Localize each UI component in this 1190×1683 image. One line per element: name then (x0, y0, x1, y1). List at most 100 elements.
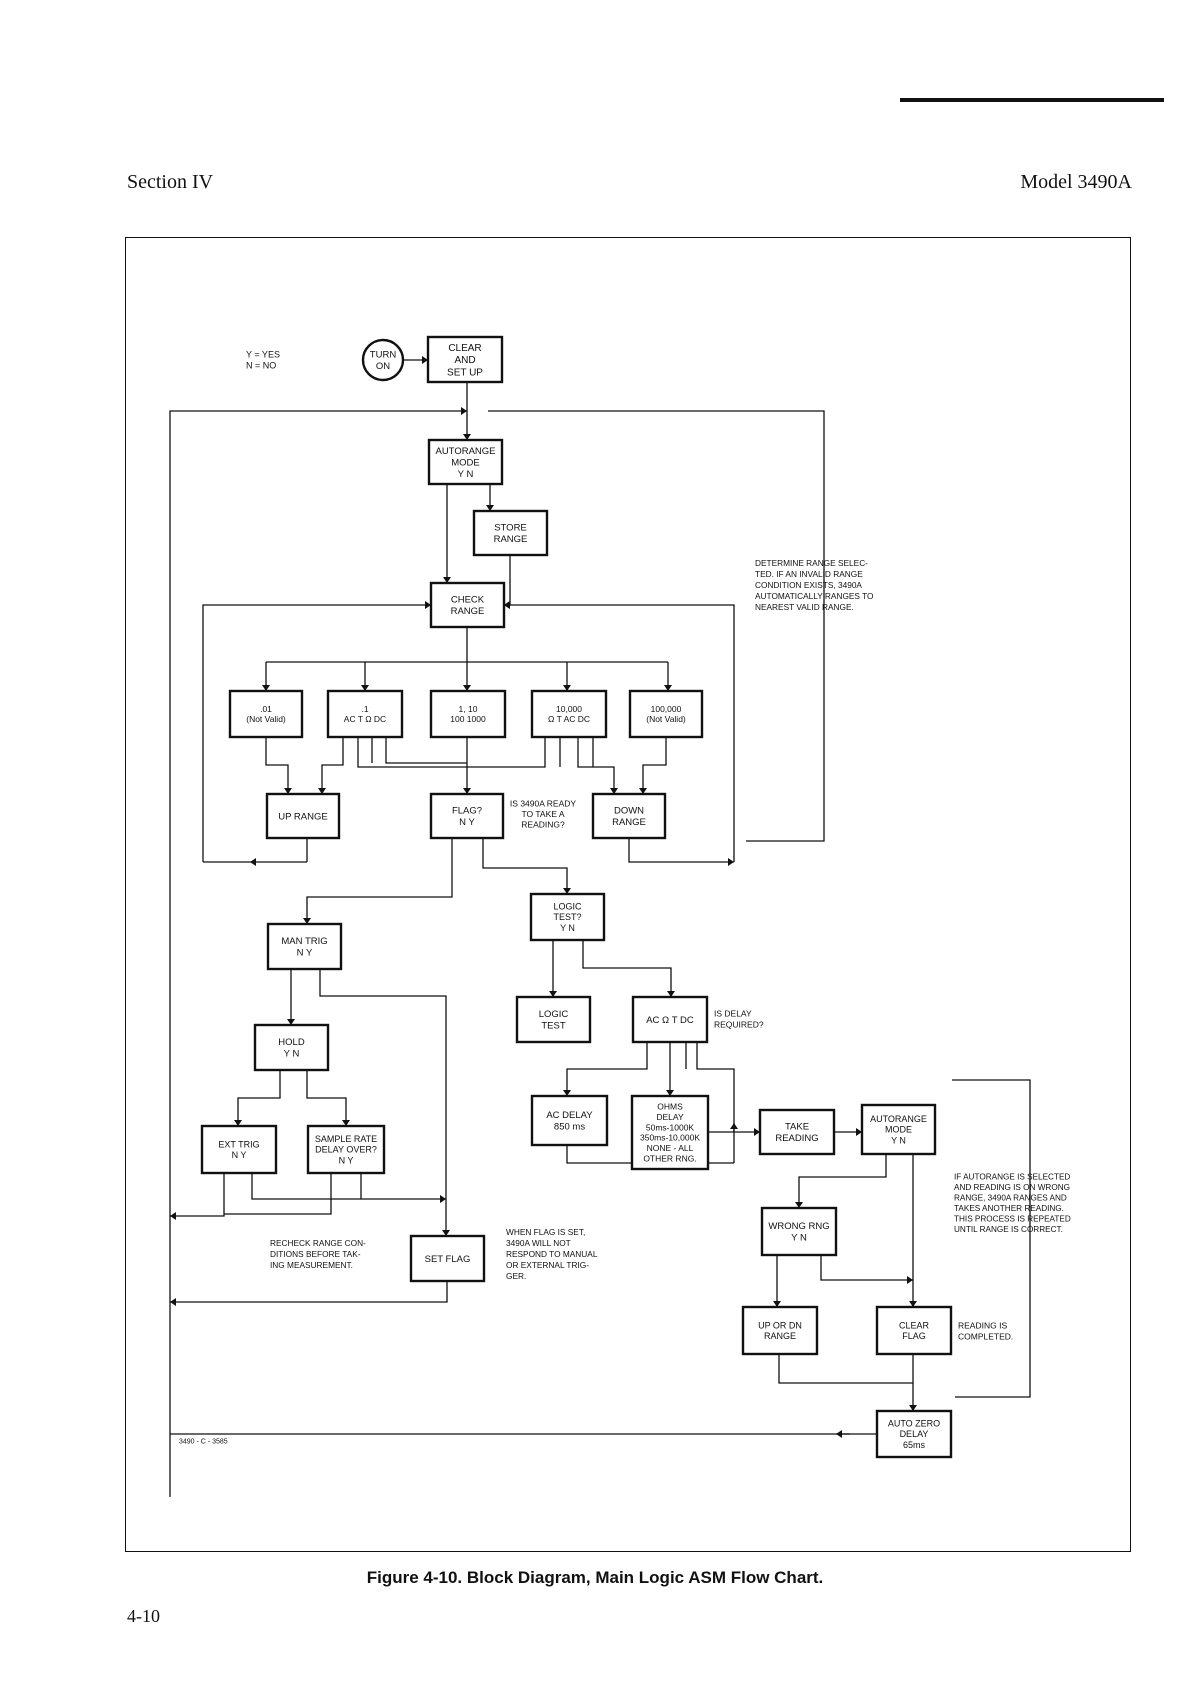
flow-connector (504, 604, 735, 862)
box-wrong-rng (760, 1206, 838, 1257)
flow-arrowhead (422, 356, 428, 364)
flow-arrowhead (563, 1090, 571, 1096)
flow-arrowhead (549, 991, 557, 997)
flow-arrowhead (909, 1405, 917, 1411)
box-take-reading (758, 1108, 836, 1156)
box-store-range (472, 509, 549, 557)
box-ext-trig (200, 1124, 278, 1175)
model-header: Model 3490A (1020, 171, 1132, 193)
flow-connector (820, 1255, 913, 1281)
flow-arrowhead (504, 601, 510, 609)
box-up-or-dn (741, 1305, 819, 1356)
box-logic-test-q (529, 892, 606, 942)
flow-connector (582, 940, 672, 997)
flow-connector (306, 1070, 347, 1126)
box-clear-flag (875, 1305, 953, 1356)
flow-arrowhead (170, 1212, 176, 1220)
box-ohms-delay (630, 1094, 710, 1171)
flow-connector (169, 410, 467, 1497)
box-logic-test (515, 995, 592, 1044)
flow-arrowhead (361, 685, 369, 691)
flow-arrowhead (425, 601, 431, 609)
flow-arrowhead (666, 1090, 674, 1096)
box-flag-label: FLAG?N Y (452, 806, 482, 829)
box-set-flag (409, 1234, 486, 1283)
figure-caption: Figure 4-10. Block Diagram, Main Logic A… (366, 1568, 824, 1587)
flow-arrowhead (440, 1195, 446, 1203)
box-range-01 (228, 689, 304, 739)
flow-arrowhead (563, 685, 571, 691)
box-down-range (591, 792, 667, 840)
flow-arrowhead (463, 434, 471, 440)
flow-arrowhead (856, 1128, 862, 1136)
box-range-100000 (628, 689, 704, 739)
flow-connector (306, 838, 453, 924)
flow-connector (628, 838, 734, 863)
box-man-trig (266, 922, 343, 971)
note-determine-range: DETERMINE RANGE SELEC-TED. IF AN INVALID… (755, 558, 874, 612)
flow-arrowhead (318, 788, 326, 794)
flow-arrowhead (730, 1123, 738, 1129)
page-number: 4-10 (127, 1606, 160, 1626)
flow-connector (170, 1173, 225, 1217)
flow-arrowhead (664, 685, 672, 691)
header-rule (900, 98, 1164, 102)
flow-arrowhead (170, 1298, 176, 1306)
flow-connector (224, 1173, 332, 1215)
flow-arrowhead (907, 1276, 913, 1284)
box-range-1-10 (429, 689, 507, 739)
box-auto-zero (875, 1409, 953, 1459)
box-autorange-mode2 (860, 1103, 937, 1156)
box-range-100000-label: 100,000(Not Valid) (646, 704, 686, 724)
box-ac-delay (530, 1094, 609, 1147)
flow-arrowhead (342, 1120, 350, 1126)
flow-arrowhead (795, 1202, 803, 1208)
flow-arrowhead (461, 407, 467, 415)
drawing-number: 3490 - C - 3585 (179, 1439, 228, 1446)
flow-arrowhead (284, 788, 292, 794)
flow-arrowhead (303, 918, 311, 924)
box-range-10000 (530, 689, 608, 739)
flow-connector (385, 737, 467, 764)
flow-connector (577, 737, 615, 794)
turn-on-terminal (361, 338, 405, 382)
box-delay-func-label: AC Ω T DC (646, 1015, 694, 1026)
box-autorange-mode (427, 438, 504, 486)
box-hold (253, 1023, 330, 1072)
box-up-range-label: UP RANGE (278, 811, 327, 822)
flow-connector (696, 1042, 735, 1163)
flow-connector (170, 1281, 448, 1303)
box-range-01-label: .01(Not Valid) (246, 704, 286, 724)
flow-arrowhead (728, 858, 734, 866)
flow-connector (319, 969, 447, 1236)
flow-connector (321, 737, 344, 794)
flow-connector (642, 737, 667, 794)
flow-arrowhead (610, 788, 618, 794)
box-set-flag-label: SET FLAG (425, 1254, 471, 1265)
flow-connector (778, 1354, 913, 1384)
flow-connector (357, 737, 467, 768)
